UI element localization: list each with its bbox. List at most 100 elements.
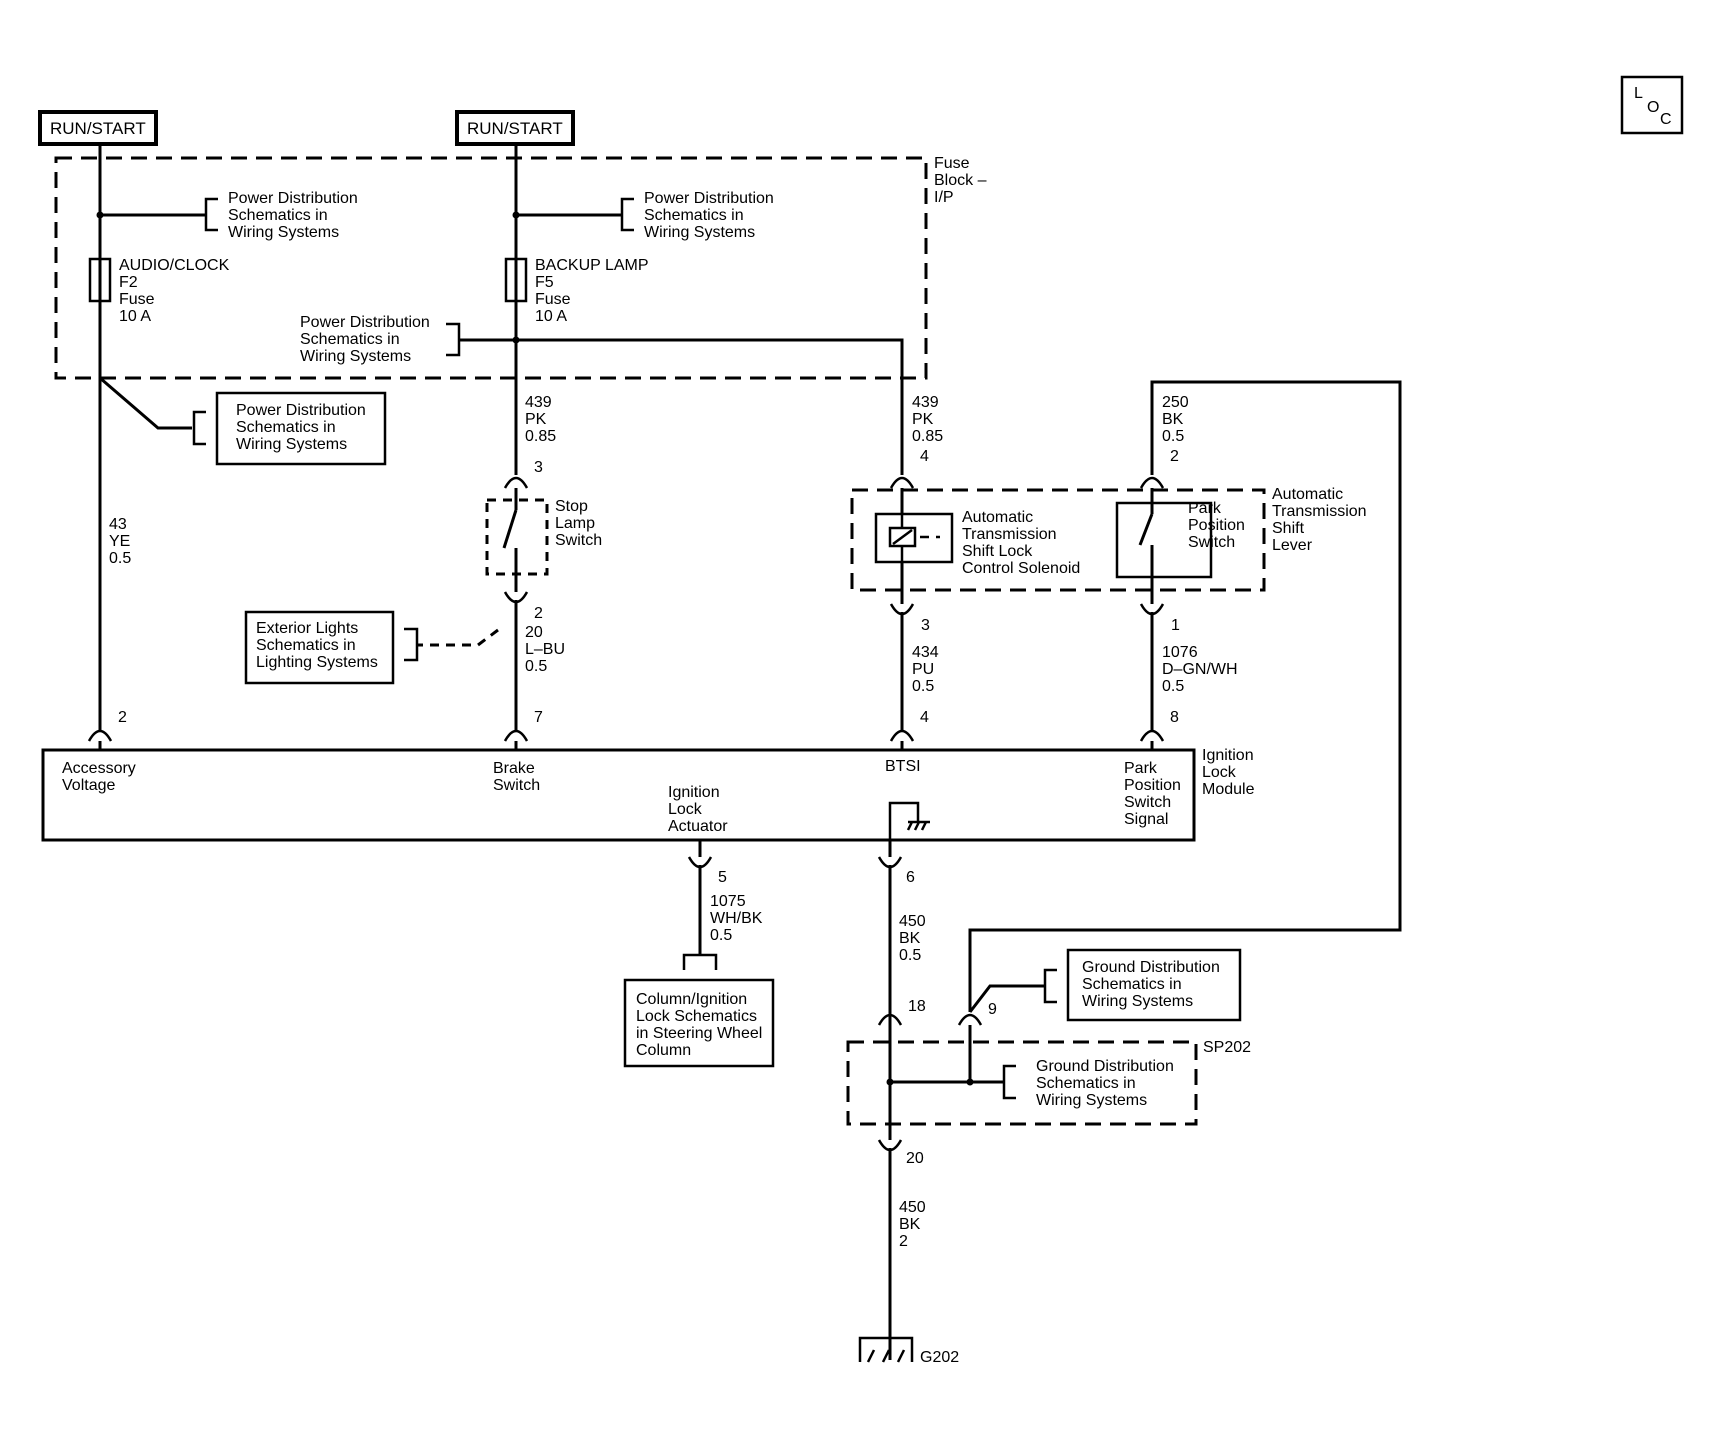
svg-text:2: 2 <box>899 1233 908 1250</box>
wire-1076-label: 1076 D–GN/WH 0.5 <box>1162 644 1238 695</box>
loc-icon[interactable]: L O C <box>1620 75 1684 135</box>
pin-mod-park: 8 <box>1170 709 1179 726</box>
svg-text:I/P: I/P <box>934 189 954 206</box>
ext-lights-dashed <box>418 628 499 647</box>
gd1-bracket <box>1043 968 1057 1004</box>
svg-text:0.5: 0.5 <box>899 947 921 964</box>
module-btsi-label: BTSI <box>885 758 921 775</box>
svg-text:0.5: 0.5 <box>1162 428 1184 445</box>
svg-text:BACKUP LAMP: BACKUP LAMP <box>535 257 649 274</box>
svg-text:Lever: Lever <box>1272 537 1313 554</box>
wire-250-ground <box>968 380 1402 1012</box>
svg-text:Fuse: Fuse <box>934 155 970 172</box>
svg-text:C: C <box>1660 111 1672 128</box>
gd2-ref: Ground Distribution Schematics in Wiring… <box>1036 1058 1174 1109</box>
sp202-outline <box>846 1040 1198 1126</box>
svg-text:Schematics in: Schematics in <box>644 207 744 224</box>
svg-text:Switch: Switch <box>493 777 540 794</box>
pin-mod-btsi: 4 <box>920 709 929 726</box>
wire-43-label: 43 YE 0.5 <box>109 516 131 567</box>
pd1-ref: Power Distribution Schematics in Wiring … <box>228 190 358 241</box>
connector-mod-btsi <box>889 729 915 742</box>
svg-text:250: 250 <box>1162 394 1189 411</box>
svg-text:L: L <box>1634 85 1643 102</box>
svg-text:0.5: 0.5 <box>109 550 131 567</box>
svg-text:AUDIO/CLOCK: AUDIO/CLOCK <box>119 257 230 274</box>
svg-text:Transmission: Transmission <box>962 526 1057 543</box>
pin-sp-20: 20 <box>906 1150 924 1167</box>
pin-mod-acc: 2 <box>118 709 127 726</box>
svg-text:1076: 1076 <box>1162 644 1198 661</box>
svg-text:F5: F5 <box>535 274 554 291</box>
module-acc-label: Accessory Voltage <box>62 760 136 794</box>
ext-lights-bracket <box>404 627 419 662</box>
svg-text:Lock: Lock <box>1202 764 1237 781</box>
svg-text:Ignition: Ignition <box>1202 747 1254 764</box>
svg-text:Position: Position <box>1188 517 1245 534</box>
svg-text:0.85: 0.85 <box>912 428 943 445</box>
module-brake-label: Brake Switch <box>493 760 540 794</box>
module-label: Ignition Lock Module <box>1202 747 1255 798</box>
svg-text:Shift: Shift <box>1272 520 1305 537</box>
svg-text:Fuse: Fuse <box>119 291 155 308</box>
ext-lights-ref[interactable]: Exterior Lights Schematics in Lighting S… <box>244 610 395 685</box>
svg-text:Power Distribution: Power Distribution <box>644 190 774 207</box>
connector-sp-18 <box>877 1013 903 1026</box>
svg-text:43: 43 <box>109 516 127 533</box>
shift-lever-label: Automatic Transmission Shift Lever <box>1272 486 1367 554</box>
svg-text:Schematics in: Schematics in <box>228 207 328 224</box>
power-label-mid: RUN/START <box>455 110 575 146</box>
fuse-block-outline <box>54 156 928 380</box>
pin-sol-out: 3 <box>921 617 930 634</box>
pd-box-ref[interactable]: Power Distribution Schematics in Wiring … <box>215 391 387 466</box>
svg-text:434: 434 <box>912 644 939 661</box>
svg-text:Switch: Switch <box>1188 534 1235 551</box>
svg-text:Column: Column <box>636 1042 691 1059</box>
pin-stop-out: 2 <box>534 605 543 622</box>
svg-text:Position: Position <box>1124 777 1181 794</box>
pin-park-in: 2 <box>1170 448 1179 465</box>
svg-text:BK: BK <box>899 930 921 947</box>
svg-text:PU: PU <box>912 661 934 678</box>
svg-text:WH/BK: WH/BK <box>710 910 763 927</box>
svg-text:YE: YE <box>109 533 130 550</box>
svg-text:1075: 1075 <box>710 893 746 910</box>
pd2-ref: Power Distribution Schematics in Wiring … <box>644 190 774 241</box>
pd2-bracket <box>620 197 634 232</box>
svg-text:Voltage: Voltage <box>62 777 115 794</box>
svg-text:Lock: Lock <box>668 801 703 818</box>
svg-text:439: 439 <box>912 394 939 411</box>
svg-text:Park: Park <box>1188 500 1222 517</box>
gd1-ref[interactable]: Ground Distribution Schematics in Wiring… <box>1066 948 1242 1022</box>
wire-250-label: 250 BK 0.5 <box>1162 394 1189 445</box>
connector-sp-9 <box>957 1013 983 1026</box>
module-park-label: Park Position Switch Signal <box>1124 760 1181 828</box>
pd1-bracket <box>204 197 218 232</box>
svg-text:Fuse: Fuse <box>535 291 571 308</box>
svg-text:PK: PK <box>912 411 934 428</box>
svg-text:BK: BK <box>899 1216 921 1233</box>
svg-text:O: O <box>1647 99 1659 116</box>
wire-20-label: 20 L–BU 0.5 <box>525 624 565 675</box>
pin-park-out: 1 <box>1171 617 1180 634</box>
wire-450a-label: 450 BK 0.5 <box>899 913 926 964</box>
svg-text:Switch: Switch <box>555 532 602 549</box>
connector-sol-in <box>889 476 915 489</box>
column-ref[interactable]: Column/Ignition Lock Schematics in Steer… <box>623 978 775 1068</box>
fuse-f2-label: AUDIO/CLOCK F2 Fuse 10 A <box>119 257 230 325</box>
wire-439b-label: 439 PK 0.85 <box>912 394 943 445</box>
svg-text:Wiring Systems: Wiring Systems <box>1036 1092 1147 1109</box>
svg-text:439: 439 <box>525 394 552 411</box>
ground-g202-label: G202 <box>920 1349 959 1366</box>
park-switch-icon <box>1115 501 1213 579</box>
svg-text:450: 450 <box>899 913 926 930</box>
sp202-label: SP202 <box>1203 1039 1251 1056</box>
svg-text:Ignition: Ignition <box>668 784 720 801</box>
svg-text:L–BU: L–BU <box>525 641 565 658</box>
svg-text:Control Solenoid: Control Solenoid <box>962 560 1080 577</box>
svg-text:Automatic: Automatic <box>962 509 1033 526</box>
svg-text:Lock Schematics: Lock Schematics <box>636 1008 757 1025</box>
svg-text:20: 20 <box>525 624 543 641</box>
svg-text:Exterior Lights: Exterior Lights <box>256 620 358 637</box>
